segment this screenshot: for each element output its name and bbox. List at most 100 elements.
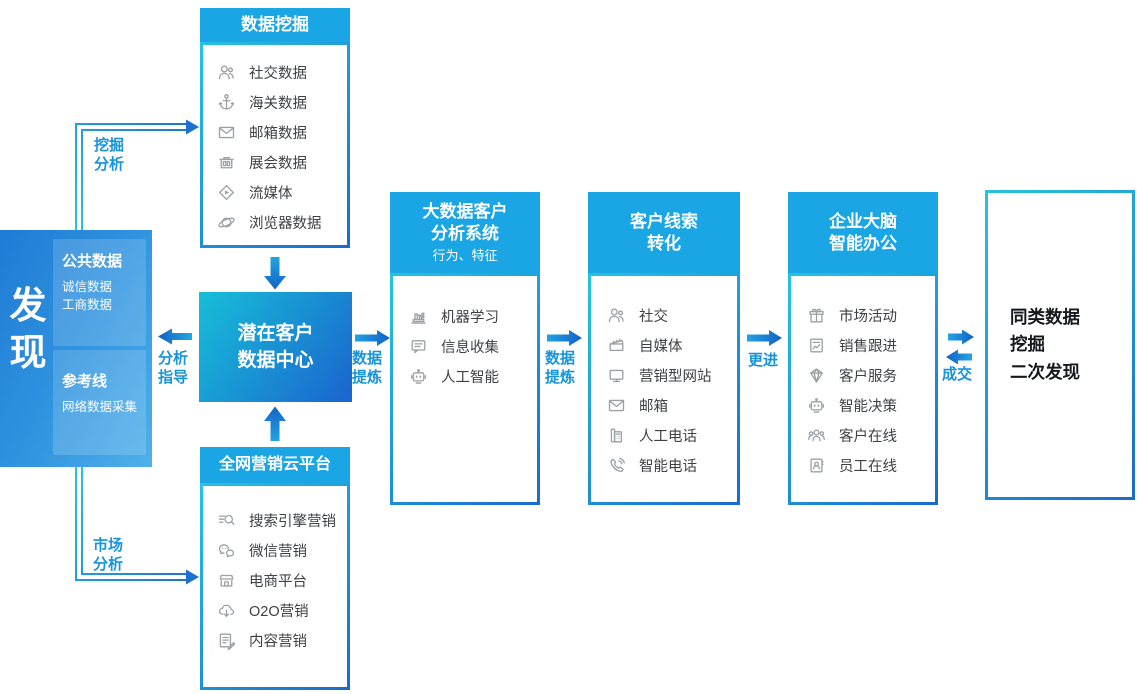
item-label: 员工在线 <box>839 458 897 475</box>
item-label: 搜索引擎营销 <box>249 513 336 530</box>
diamond-icon <box>806 365 827 386</box>
result-text: 同类数据 挖掘 二次发现 <box>988 193 1132 497</box>
panel-title: 分析系统 <box>431 224 499 243</box>
list-item: 流媒体 <box>203 177 347 207</box>
group-line: 诚信数据 <box>62 280 113 294</box>
anchor-icon <box>216 92 237 113</box>
clapper-icon <box>606 335 627 356</box>
group-title: 参考线 <box>62 373 108 390</box>
label-mining-analysis: 挖掘分析 <box>94 137 125 173</box>
mail-icon <box>606 395 627 416</box>
list-item: 营销型网站 <box>591 360 737 390</box>
data-mining-panel: 数据挖掘 社交数据 海关数据 邮箱数据 <box>200 8 350 248</box>
item-label: 邮箱 <box>639 398 668 415</box>
arrow-advance <box>747 330 782 346</box>
item-label: 人工智能 <box>441 369 499 386</box>
item-label: 客户在线 <box>839 428 897 445</box>
panel-title: 转化 <box>647 233 681 253</box>
list-item: 客户在线 <box>791 420 935 450</box>
list-item: 客户服务 <box>791 360 935 390</box>
panel-title: 企业大脑 <box>829 211 897 231</box>
list-item: 智能决策 <box>791 390 935 420</box>
panel-title: 数据挖掘 <box>241 15 309 34</box>
item-label: O2O营销 <box>249 603 309 620</box>
item-label: 营销型网站 <box>639 368 712 385</box>
item-label: 自媒体 <box>639 338 683 355</box>
list-item: 内容营销 <box>203 625 347 655</box>
result-line: 二次发现 <box>1010 361 1080 382</box>
item-label: 邮箱数据 <box>249 125 307 142</box>
arrow-data-refine-1 <box>355 330 390 346</box>
planet-icon <box>216 212 237 233</box>
group-line: 工商数据 <box>62 298 113 312</box>
label-advance: 更进 <box>748 352 779 369</box>
panel-header: 大数据客户 分析系统 行为、特征 <box>390 192 540 273</box>
item-label: 社交 <box>639 308 668 325</box>
list-item: 社交数据 <box>203 57 347 87</box>
list-item: 智能电话 <box>591 450 737 480</box>
discovery-title: 发现 <box>9 285 47 373</box>
list-item: 销售跟进 <box>791 330 935 360</box>
list-item: 信息收集 <box>393 331 537 361</box>
wechat-icon <box>216 540 237 561</box>
list-item: 微信营销 <box>203 535 347 565</box>
label-market-analysis: 市场分析 <box>93 537 124 573</box>
salesdoc-icon <box>806 335 827 356</box>
item-label: 社交数据 <box>249 65 307 82</box>
list-item: 展会数据 <box>203 147 347 177</box>
list-item: 海关数据 <box>203 87 347 117</box>
item-label: 人工电话 <box>639 428 697 445</box>
o2o-icon <box>216 600 237 621</box>
machine-icon <box>408 306 429 327</box>
arrow-cloud-to-center <box>264 406 286 441</box>
result-box: 同类数据 挖掘 二次发现 <box>985 190 1135 500</box>
person-icon <box>606 305 627 326</box>
arrow-mining-to-center <box>264 257 286 290</box>
panel-subtitle: 行为、特征 <box>432 248 498 263</box>
panel-title: 大数据客户 <box>422 202 508 221</box>
item-label: 浏览器数据 <box>249 215 322 232</box>
list-item: 邮箱数据 <box>203 117 347 147</box>
people3-icon <box>806 425 827 446</box>
handset-icon <box>606 455 627 476</box>
item-label: 智能电话 <box>639 458 697 475</box>
list-item: 浏览器数据 <box>203 207 347 237</box>
list-item: O2O营销 <box>203 595 347 625</box>
result-line: 同类数据 <box>1010 306 1080 327</box>
panel-header: 客户线索 转化 <box>588 192 740 273</box>
data-center-line: 数据中心 <box>237 350 314 371</box>
leads-conversion-panel: 客户线索 转化 社交 自媒体 营销型网站 <box>588 192 740 505</box>
enterprise-brain-panel: 企业大脑 智能办公 市场活动 销售跟进 客户服务 <box>788 192 938 505</box>
public-data-group: 公共数据 诚信数据 工商数据 <box>53 239 146 346</box>
stream-icon <box>216 182 237 203</box>
list-item: 员工在线 <box>791 450 935 480</box>
bigdata-analysis-panel: 大数据客户 分析系统 行为、特征 机器学习 信息收集 人工智能 <box>390 192 540 505</box>
item-label: 展会数据 <box>249 155 307 172</box>
list-item: 搜索引擎营销 <box>203 505 347 535</box>
label-data-refine-1: 数据提炼 <box>352 350 383 386</box>
deskphone-icon <box>606 425 627 446</box>
content-icon <box>216 630 237 651</box>
gift-icon <box>806 305 827 326</box>
item-label: 流媒体 <box>249 185 293 202</box>
item-label: 智能决策 <box>839 398 897 415</box>
list-item: 自媒体 <box>591 330 737 360</box>
robot-icon <box>806 395 827 416</box>
item-label: 电商平台 <box>249 573 307 590</box>
list-item: 电商平台 <box>203 565 347 595</box>
data-center-line: 潜在客户 <box>237 323 314 344</box>
panel-title: 智能办公 <box>829 233 897 253</box>
monitor-icon <box>606 365 627 386</box>
badge-icon <box>806 455 827 476</box>
group-title: 公共数据 <box>62 253 123 270</box>
arrow-deal-right <box>948 329 974 345</box>
result-line: 挖掘 <box>1010 334 1045 355</box>
list-item: 机器学习 <box>393 301 537 331</box>
item-label: 微信营销 <box>249 543 307 560</box>
group-line: 网络数据采集 <box>62 400 138 414</box>
store-icon <box>216 570 237 591</box>
cloud-marketing-panel: 全网营销云平台 搜索引擎营销 微信营销 电商平台 <box>200 447 350 690</box>
discovery-box: 发现 公共数据 诚信数据 工商数据 参考线 网络数据采集 <box>0 230 152 467</box>
panel-header: 企业大脑 智能办公 <box>788 192 938 273</box>
